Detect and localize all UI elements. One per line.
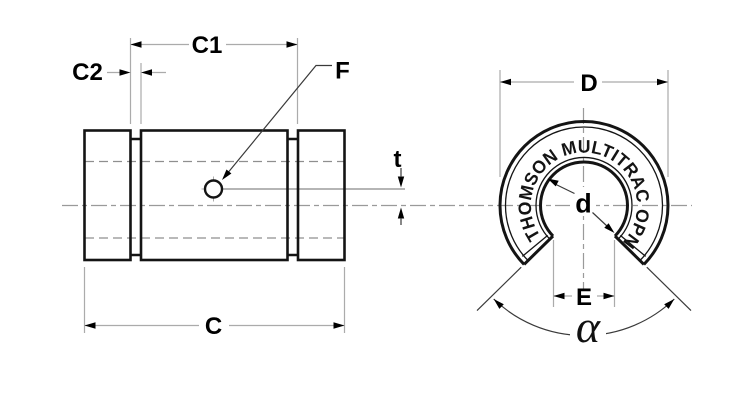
f-leader-line xyxy=(223,64,332,178)
dimension-labels: C1 C2 C F t D d E α xyxy=(72,32,601,352)
ring-outer-inner-edge xyxy=(504,126,664,261)
bore-label-backing xyxy=(570,187,596,216)
ring-bore-circle xyxy=(539,160,629,238)
ring-cut-detail-left xyxy=(521,234,549,257)
angle-line-right xyxy=(646,266,692,312)
label-c: C xyxy=(205,313,222,340)
side-view-center-body xyxy=(139,129,289,262)
c2-arrow-right xyxy=(141,69,152,76)
label-f: F xyxy=(335,58,350,85)
d-bore-arrow-upper xyxy=(547,178,559,187)
d-leader-lower xyxy=(592,212,608,227)
ring-cut-edge-right xyxy=(613,234,645,266)
c1-arrow-right xyxy=(286,41,298,48)
e-arrow-right xyxy=(603,292,615,300)
centerlines xyxy=(62,108,692,290)
f-leader-arrow xyxy=(222,169,232,180)
d-outer-arrow-left xyxy=(500,78,511,86)
ring-cut-edge-left xyxy=(523,234,555,266)
c-extension-lines xyxy=(83,267,346,333)
label-bore-diameter: d xyxy=(575,189,592,219)
alpha-arrow-right xyxy=(664,299,675,309)
d-outer-extension-lines xyxy=(499,70,669,177)
lubrication-hole xyxy=(203,179,224,199)
t-arrow-down xyxy=(397,176,405,188)
label-t: t xyxy=(394,146,402,173)
label-outer-diameter: D xyxy=(580,70,597,97)
d-leader-upper xyxy=(554,183,575,195)
ring-cut-detail-right xyxy=(619,234,647,257)
arrowheads xyxy=(84,41,675,329)
ring-liner-outer-edge xyxy=(535,156,633,240)
side-view-left-collar xyxy=(83,129,132,262)
c-arrow-left xyxy=(84,322,96,329)
alpha-label-backing xyxy=(570,315,606,346)
right-retaining-groove xyxy=(287,137,298,257)
hidden-bore-lines xyxy=(85,160,344,239)
c2-arrow-left xyxy=(119,69,131,76)
front-view xyxy=(498,120,670,266)
d-outer-arrow-right xyxy=(657,78,668,86)
label-c1: C1 xyxy=(192,32,223,59)
leader-lines xyxy=(223,64,608,227)
angle-line-left xyxy=(476,266,522,312)
side-view-right-collar xyxy=(296,129,346,262)
d-bore-arrow-lower xyxy=(604,223,615,233)
ring-outer-circle xyxy=(498,120,670,266)
t-arrow-up xyxy=(397,207,405,219)
left-retaining-groove xyxy=(130,137,141,257)
c1-arrow-left xyxy=(130,41,142,48)
c1-extension-lines xyxy=(129,38,299,124)
side-view xyxy=(83,129,346,262)
c-arrow-right xyxy=(333,322,345,329)
e-arrow-left xyxy=(553,292,565,300)
label-open-width: E xyxy=(576,284,592,311)
label-open-angle: α xyxy=(576,301,601,352)
alpha-arrow-left xyxy=(493,299,504,309)
label-c2: C2 xyxy=(72,59,103,86)
